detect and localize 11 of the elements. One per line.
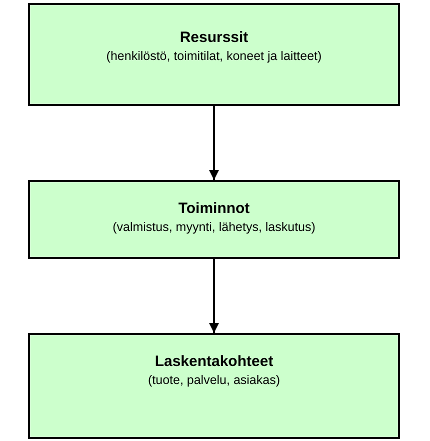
box-description: (henkilöstö, toimitilat, koneet ja laitteet)	[106, 49, 322, 63]
box-title: Resurssit	[180, 29, 248, 46]
arrow	[209, 106, 219, 180]
process-box	[28, 180, 400, 259]
process-box	[28, 3, 400, 106]
process-box	[28, 333, 400, 439]
box-description: (tuote, palvelu, asiakas)	[148, 373, 280, 387]
arrow	[209, 259, 219, 333]
box-description: (valmistus, myynti, lähetys, laskutus)	[112, 220, 316, 234]
box-title: Toiminnot	[178, 200, 250, 217]
box-title: Laskentakohteet	[154, 353, 274, 370]
